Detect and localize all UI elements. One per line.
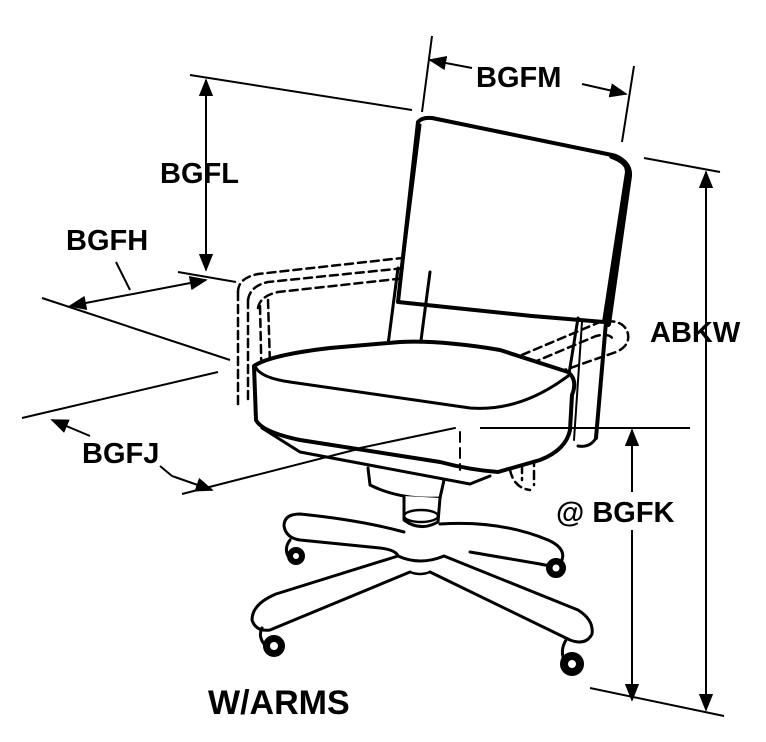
- caster-right-front: [560, 638, 584, 676]
- bgfj-arrow-back: [50, 419, 91, 437]
- bgfm-arrow-right: [581, 83, 628, 98]
- abkw-bottom-extension: [589, 687, 725, 717]
- bgfj-back-extension: [21, 371, 219, 419]
- label-bgfk: @ BGFK: [556, 497, 675, 529]
- label-bgfm: BGFM: [476, 62, 561, 94]
- chair-base: [250, 512, 594, 644]
- bgfh-leader: [115, 261, 131, 291]
- dimension-lines: [21, 35, 725, 717]
- bgfh-arrow: [68, 275, 208, 311]
- chair-column: [366, 466, 446, 528]
- caster-left-rear: [284, 538, 305, 565]
- label-bgfj: BGFJ: [82, 438, 159, 470]
- seat-cushion: [252, 339, 577, 486]
- chair-drawing: [236, 115, 633, 676]
- bgfh-extension: [41, 297, 231, 361]
- dimension-labels: BGFM BGFL BGFH ABKW BGFJ @ BGFK W/ARMS: [66, 62, 741, 722]
- bgfm-left-extension: [421, 35, 433, 113]
- bgfm-arrow-left: [428, 55, 473, 71]
- bgfl-bottom-extension: [177, 271, 237, 283]
- caption-w-arms: W/ARMS: [208, 684, 350, 722]
- bgfm-right-extension: [621, 65, 635, 143]
- bgfj-arrow-front: [171, 475, 214, 492]
- caster-right-rear: [546, 558, 566, 578]
- caster-left-front: [258, 626, 285, 657]
- label-bgfl: BGFL: [160, 158, 239, 190]
- bgfj-leader: [159, 465, 173, 477]
- bgfj-front-extension: [181, 447, 363, 495]
- label-bgfh: BGFH: [66, 225, 148, 257]
- casters: [258, 538, 584, 676]
- label-abkw: ABKW: [650, 317, 741, 349]
- abkw-top-extension: [643, 157, 721, 173]
- bgfl-top-extension: [189, 74, 413, 111]
- backrest: [386, 115, 633, 448]
